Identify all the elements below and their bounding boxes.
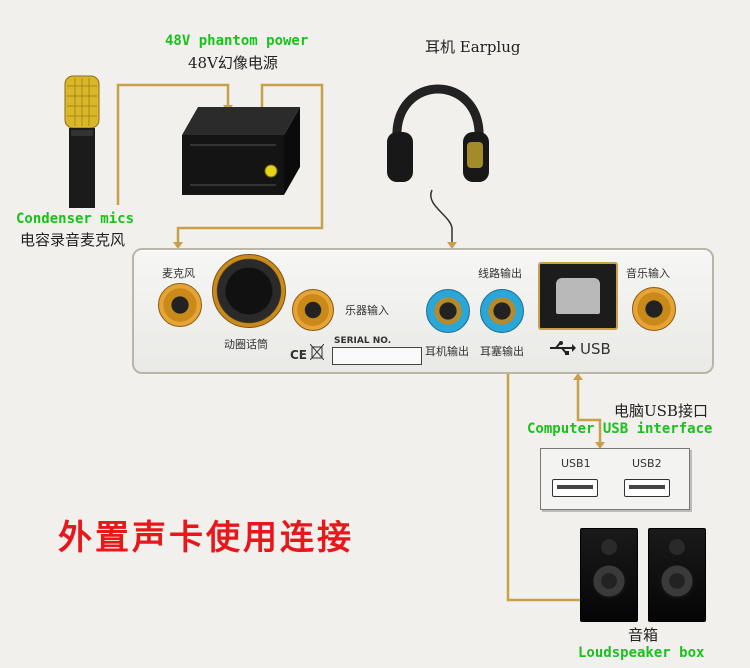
right-speaker <box>648 528 706 622</box>
arrow-panel-left <box>173 242 183 249</box>
usb1-port <box>552 479 598 497</box>
usb2-label: USB2 <box>632 457 662 470</box>
mic-to-phantom-line <box>116 83 230 205</box>
usb2-port <box>624 479 670 497</box>
panel-to-speaker-line <box>506 368 590 602</box>
line-out-label: 线路输出 <box>478 267 522 280</box>
music-in-label: 音乐输入 <box>626 267 670 280</box>
phantom-label-cn: 48V幻像电源 <box>188 54 278 72</box>
phantom-power-box <box>176 105 304 200</box>
left-speaker <box>580 528 638 622</box>
usb-label: USB <box>580 340 611 358</box>
earplug-label: 耳机 Earplug <box>425 38 521 56</box>
diagram-title: 外置声卡使用连接 <box>58 518 354 558</box>
condenser-label-en: Condenser mics <box>16 211 135 227</box>
ce-mark: CE <box>290 348 308 362</box>
usb-icon <box>548 340 576 360</box>
condenser-label-cn: 电容录音麦克风 <box>20 231 126 249</box>
speaker-label-cn: 音箱 <box>628 626 659 644</box>
dynamic-mic-xlr-jack <box>212 254 286 328</box>
mic-in-label: 麦克风 <box>162 267 195 280</box>
headphone-out-label: 耳机输出 <box>425 345 469 358</box>
instrument-in-label: 乐器输入 <box>345 304 389 317</box>
microphone-icon <box>64 75 100 208</box>
dynamic-mic-label: 动圈话筒 <box>224 338 268 351</box>
weee-bin-icon <box>309 343 325 364</box>
phantom-to-panel-line <box>176 83 324 242</box>
mic-in-jack <box>158 283 202 327</box>
speaker-label-en: Loudspeaker box <box>578 645 705 661</box>
earplug-out-label: 耳塞输出 <box>480 345 524 358</box>
music-in-jack <box>632 287 676 331</box>
earplug-out-jack <box>480 289 524 333</box>
usb1-label: USB1 <box>561 457 591 470</box>
serial-box <box>332 347 422 365</box>
headphones-image <box>383 62 493 192</box>
headphones-icon <box>387 84 489 182</box>
headphone-out-jack <box>426 289 470 333</box>
computer-usb-label-en: Computer USB interface <box>527 421 713 437</box>
arrow-usb-up <box>573 373 583 380</box>
condenser-mic-image <box>55 72 110 212</box>
serial-label: SERIAL NO. <box>334 336 392 346</box>
arrow-panel-headphone <box>447 242 457 249</box>
power-supply-icon <box>182 107 300 195</box>
phantom-label-en: 48V phantom power <box>165 33 309 49</box>
arrow-computer <box>595 442 605 449</box>
headphone-cable-line <box>430 189 453 242</box>
computer-usb-label-cn: 电脑USB接口 <box>614 402 708 420</box>
usb-to-computer-line <box>576 380 602 442</box>
instrument-in-jack <box>292 289 334 331</box>
usb-b-port <box>538 262 618 330</box>
